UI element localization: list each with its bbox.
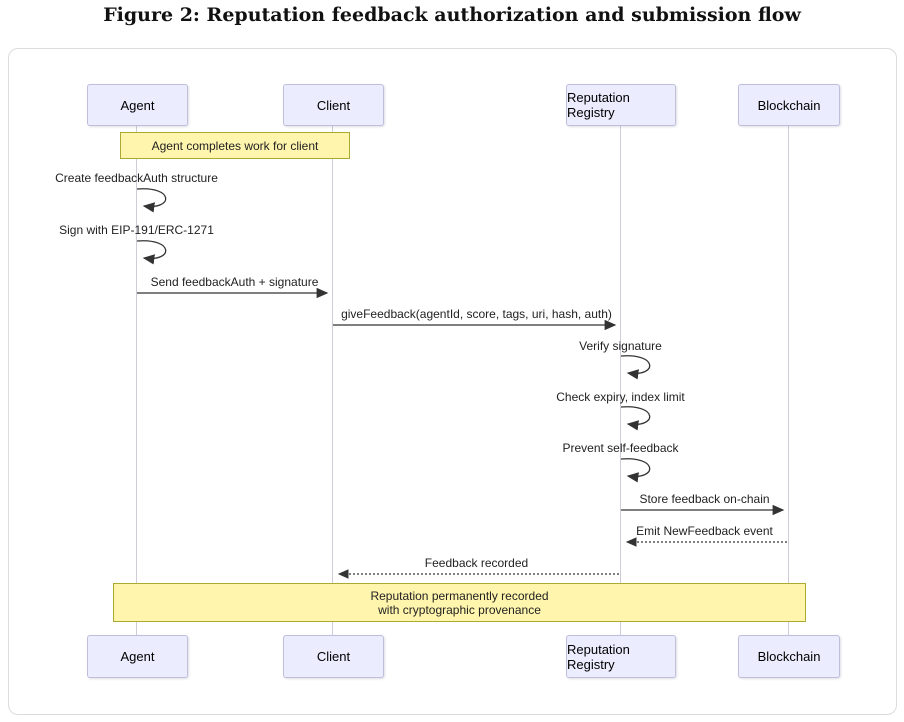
figure-title: Figure 2: Reputation feedback authorizat… bbox=[103, 4, 801, 26]
message-label-givefeedback: giveFeedback(agentId, score, tags, uri, … bbox=[341, 307, 612, 321]
message-label-emit-newfeedback: Emit NewFeedback event bbox=[636, 524, 773, 538]
actor-label: Agent bbox=[120, 97, 155, 113]
message-label-create-feedbackauth: Create feedbackAuth structure bbox=[55, 171, 218, 185]
actor-box-agent-bottom: Agent bbox=[87, 635, 188, 678]
lifeline-client bbox=[332, 124, 333, 635]
actor-box-reputation-registry-bottom: Reputation Registry bbox=[566, 635, 676, 678]
lifeline-blockchain bbox=[788, 124, 789, 635]
actor-label: Client bbox=[316, 649, 351, 664]
actor-label: Reputation Registry bbox=[567, 641, 630, 672]
lifeline-agent bbox=[136, 124, 137, 635]
note-text-line2: with cryptographic provenance bbox=[378, 602, 541, 617]
message-label-check-expiry: Check expiry, index limit bbox=[556, 390, 685, 404]
actor-label: Agent bbox=[120, 649, 155, 664]
message-label-send-feedbackauth: Send feedbackAuth + signature bbox=[150, 275, 319, 289]
message-label-prevent-self-feedback: Prevent self-feedback bbox=[562, 441, 679, 455]
actor-box-client-top: Client bbox=[283, 84, 384, 126]
actor-box-reputation-registry-top: Reputation Registry bbox=[566, 84, 676, 126]
actor-box-blockchain-bottom: Blockchain bbox=[738, 635, 840, 678]
message-label-sign-eip191: Sign with EIP-191/ERC-1271 bbox=[59, 223, 214, 237]
actor-box-agent-top: Agent bbox=[87, 84, 188, 126]
message-label-feedback-recorded: Feedback recorded bbox=[424, 556, 529, 570]
lifeline-reputation-registry bbox=[620, 124, 621, 635]
note-agent-completes-work: Agent completes work for client bbox=[120, 132, 350, 159]
note-text: Agent completes work for client bbox=[151, 138, 319, 153]
message-label-verify-signature: Verify signature bbox=[579, 339, 662, 353]
actor-box-blockchain-top: Blockchain bbox=[738, 84, 840, 126]
note-text-line1: Reputation permanently recorded bbox=[370, 588, 549, 603]
actor-label: Client bbox=[316, 97, 351, 113]
actor-label: Reputation Registry bbox=[567, 90, 630, 120]
note-reputation-recorded: Reputation permanently recorded with cry… bbox=[113, 583, 806, 622]
message-label-store-feedback: Store feedback on-chain bbox=[639, 492, 770, 506]
actor-label: Blockchain bbox=[757, 649, 821, 664]
actor-label: Blockchain bbox=[757, 97, 821, 113]
actor-box-client-bottom: Client bbox=[283, 635, 384, 678]
